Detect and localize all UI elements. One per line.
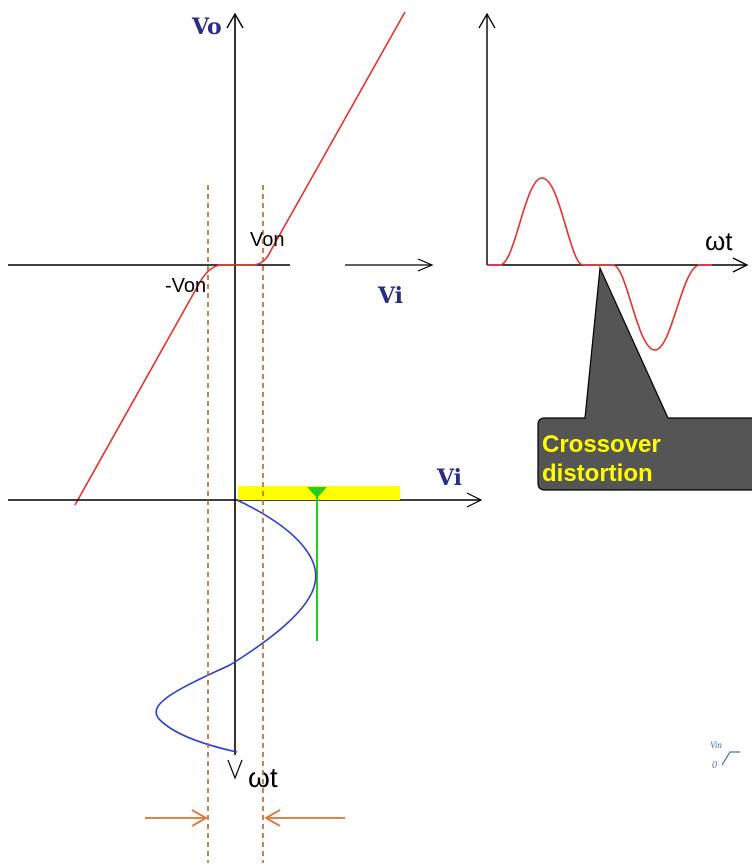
von-positive-label: Von — [250, 229, 284, 251]
vi-axis-top-label: Vi — [377, 283, 403, 309]
inset-zero-label: 0 — [712, 760, 717, 771]
vi-axis-bottom-label: Vi — [436, 465, 462, 491]
dead-zone-arrows — [145, 809, 345, 827]
von-negative-label: -Von — [165, 275, 206, 297]
callout-line-1: Crossover — [542, 431, 661, 458]
omega-t-bottom-arrowhead — [227, 759, 243, 780]
input-waveform — [155, 499, 317, 753]
dead-zone-arrowhead-left — [191, 809, 208, 827]
inset-waveform — [721, 751, 740, 766]
output-waveform — [487, 177, 712, 351]
omega-t-bottom-label: ωt — [248, 762, 278, 793]
output-vertical-arrowhead — [478, 12, 496, 29]
peak-marker-triangle — [307, 487, 327, 498]
vi-axis-bottom-arrowhead — [466, 492, 483, 508]
dead-zone-arrowhead-right — [264, 809, 281, 827]
callout-line-2: distortion — [542, 460, 653, 487]
crossover-callout: Crossover distortion — [537, 265, 752, 491]
transfer-curve — [74, 11, 406, 506]
inset-vin-label: Vin — [710, 740, 722, 750]
callout-bubble — [537, 265, 752, 491]
vo-axis-label: Vo — [191, 14, 222, 40]
omega-t-right-label: ωt — [705, 226, 733, 256]
output-horizontal-arrowhead — [732, 257, 749, 273]
vi-axis-top-arrowhead — [417, 258, 434, 272]
vo-axis-arrowhead — [226, 12, 244, 29]
input-axes — [8, 492, 483, 780]
cropped-inset: Vin 0 — [710, 740, 740, 771]
transfer-axes — [8, 12, 434, 755]
